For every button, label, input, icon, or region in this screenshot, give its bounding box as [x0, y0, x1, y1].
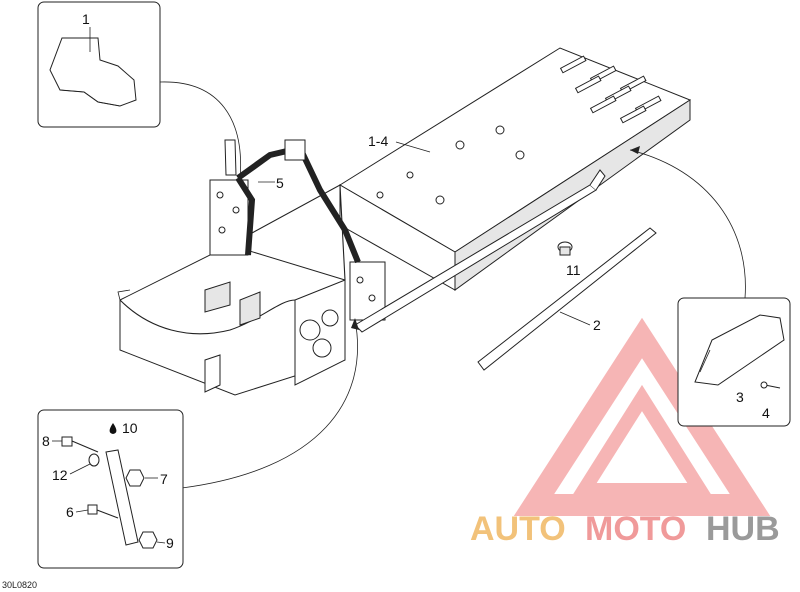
watermark-auto: AUTO — [470, 510, 566, 548]
callout-1: 1 — [82, 11, 90, 27]
watermark-moto: MOTO — [585, 510, 686, 548]
callout-6: 6 — [66, 504, 74, 520]
callout-1-4: 1-4 — [368, 133, 388, 149]
callout-10: 10 — [122, 420, 138, 436]
watermark-text: AUTO MOTO HUB — [470, 510, 780, 548]
detail-box-1 — [37, 1, 161, 128]
frame-assembly — [117, 47, 692, 396]
callout-8: 8 — [42, 433, 50, 449]
callout-5: 5 — [276, 175, 284, 191]
diagram-code: 30L0820 — [2, 580, 37, 590]
detail-box-fasteners — [37, 409, 184, 569]
deck-slots — [559, 55, 662, 124]
detail-box-3-4 — [677, 297, 791, 427]
callout-4: 4 — [762, 405, 770, 421]
part-11-rivet — [557, 241, 573, 256]
watermark-hub: HUB — [706, 510, 780, 548]
callout-2: 2 — [593, 317, 601, 333]
side-rail — [354, 169, 606, 333]
side-plate-holes — [216, 191, 376, 302]
callout-12: 12 — [52, 467, 68, 483]
leader-box1 — [159, 81, 242, 181]
part-2-strip — [477, 227, 657, 371]
callout-9: 9 — [166, 535, 174, 551]
callout-11: 11 — [566, 262, 581, 278]
steering-support — [224, 139, 361, 264]
leader-box34 — [629, 149, 746, 299]
callout-7: 7 — [160, 471, 168, 487]
callout-3: 3 — [736, 389, 744, 405]
deck-holes — [376, 125, 525, 205]
leader-box-fasteners — [181, 319, 358, 489]
